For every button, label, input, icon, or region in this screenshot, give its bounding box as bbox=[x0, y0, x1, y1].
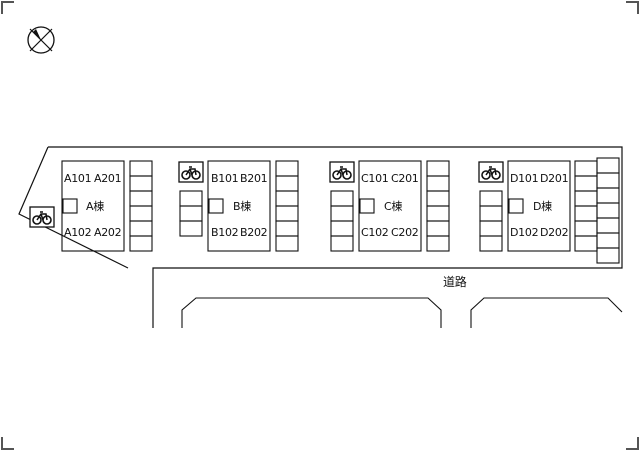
unit-label-b101: B101 bbox=[211, 172, 239, 185]
storage-cell bbox=[596, 247, 620, 264]
unit-label-a101: A101 bbox=[64, 172, 92, 185]
storage-cell bbox=[596, 157, 620, 174]
storage-cell bbox=[275, 175, 299, 192]
storage-cell bbox=[275, 220, 299, 237]
unit-label-c102: C102 bbox=[361, 226, 389, 239]
storage-stack-d-right bbox=[574, 160, 598, 252]
storage-cell bbox=[426, 190, 450, 207]
unit-label-b202: B202 bbox=[240, 226, 268, 239]
compass-icon bbox=[27, 26, 55, 54]
storage-stack-a bbox=[129, 160, 153, 252]
building-outlines bbox=[61, 160, 571, 252]
bicycle-parking-icon bbox=[29, 206, 55, 228]
storage-cell bbox=[479, 235, 503, 252]
storage-stack-end bbox=[596, 157, 620, 264]
storage-cell bbox=[129, 175, 153, 192]
storage-stack-c-left bbox=[330, 190, 354, 252]
storage-cell bbox=[426, 205, 450, 222]
unit-label-b201: B201 bbox=[240, 172, 268, 185]
storage-cell bbox=[574, 190, 598, 207]
bicycle-parking-icon bbox=[178, 161, 204, 183]
storage-cell bbox=[574, 235, 598, 252]
parking-lot-outline bbox=[181, 297, 623, 328]
unit-label-b102: B102 bbox=[211, 226, 239, 239]
storage-cell bbox=[426, 160, 450, 177]
building-label-c: C棟 bbox=[384, 200, 403, 213]
storage-cell bbox=[179, 205, 203, 222]
storage-cell bbox=[275, 190, 299, 207]
unit-label-a102: A102 bbox=[64, 226, 92, 239]
storage-cell bbox=[275, 205, 299, 222]
storage-cell bbox=[596, 232, 620, 249]
storage-cell bbox=[426, 235, 450, 252]
unit-label-c101: C101 bbox=[361, 172, 389, 185]
storage-cell bbox=[330, 205, 354, 222]
road-label: 道路 bbox=[443, 275, 467, 289]
storage-stack-b-left bbox=[179, 190, 203, 237]
storage-cell bbox=[574, 220, 598, 237]
storage-cell bbox=[129, 235, 153, 252]
bicycle-parking-icon bbox=[478, 161, 504, 183]
storage-cell bbox=[479, 190, 503, 207]
storage-cell bbox=[574, 205, 598, 222]
storage-cell bbox=[275, 160, 299, 177]
storage-cell bbox=[129, 190, 153, 207]
unit-label-d101: D101 bbox=[510, 172, 539, 185]
storage-cell bbox=[596, 202, 620, 219]
bicycle-parking-icon bbox=[329, 161, 355, 183]
building-label-b: B棟 bbox=[233, 200, 251, 213]
storage-stack-c-right bbox=[426, 160, 450, 252]
storage-cell bbox=[426, 175, 450, 192]
unit-label-d202: D202 bbox=[540, 226, 569, 239]
storage-cell bbox=[330, 190, 354, 207]
unit-label-d102: D102 bbox=[510, 226, 539, 239]
storage-cell bbox=[330, 235, 354, 252]
storage-cell bbox=[179, 190, 203, 207]
storage-cell bbox=[574, 160, 598, 177]
unit-label-d201: D201 bbox=[540, 172, 569, 185]
storage-cell bbox=[479, 205, 503, 222]
storage-stack-d-left bbox=[479, 190, 503, 252]
storage-stack-b-right bbox=[275, 160, 299, 252]
storage-cell bbox=[179, 220, 203, 237]
storage-cell bbox=[129, 160, 153, 177]
storage-stacks bbox=[129, 157, 620, 264]
storage-cell bbox=[596, 172, 620, 189]
unit-label-a201: A201 bbox=[94, 172, 122, 185]
storage-cell bbox=[129, 205, 153, 222]
storage-cell bbox=[574, 175, 598, 192]
unit-label-c202: C202 bbox=[391, 226, 419, 239]
storage-cell bbox=[426, 220, 450, 237]
storage-cell bbox=[330, 220, 354, 237]
storage-cell bbox=[479, 220, 503, 237]
storage-cell bbox=[275, 235, 299, 252]
unit-label-c201: C201 bbox=[391, 172, 419, 185]
bicycle-parking-icons bbox=[29, 161, 504, 228]
storage-cell bbox=[596, 187, 620, 204]
site-boundary bbox=[18, 146, 623, 328]
entrance-boxes bbox=[62, 198, 524, 214]
unit-label-a202: A202 bbox=[94, 226, 122, 239]
building-label-d: D棟 bbox=[533, 200, 552, 213]
storage-cell bbox=[129, 220, 153, 237]
building-label-a: A棟 bbox=[86, 200, 104, 213]
storage-cell bbox=[596, 217, 620, 234]
